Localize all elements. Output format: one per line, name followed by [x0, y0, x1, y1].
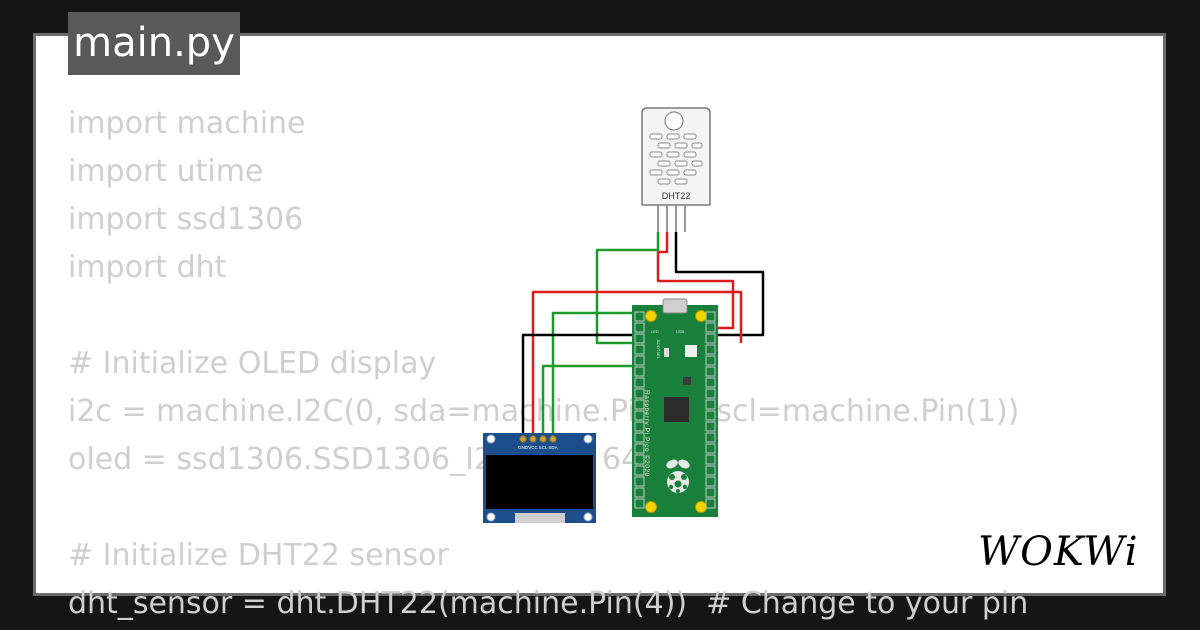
file-tab[interactable]: main.py: [68, 12, 240, 75]
pico-board[interactable]: USB LED BOOTSEL Raspberry Pi Pico ©2020: [632, 298, 718, 517]
wire-red: [531, 290, 743, 437]
wire-black: [521, 333, 640, 437]
wires: [521, 232, 765, 437]
code-line: import ssd1306: [68, 202, 304, 237]
wokwi-logo: WOKWi: [978, 529, 1139, 575]
preview-panel: [33, 33, 1166, 596]
raspberry-pi-logo-icon: [666, 459, 690, 493]
code-line: import dht: [68, 250, 227, 285]
code-line: # Initialize OLED display: [68, 346, 437, 381]
code-line: import machine: [68, 106, 306, 141]
oled-display[interactable]: GND VCC SCL SDA: [483, 433, 596, 523]
oled-screen: [486, 455, 593, 509]
wire-green: [595, 232, 660, 345]
oled-pin-label: SDA: [548, 445, 557, 450]
wire-green: [541, 364, 640, 437]
code-line: dht_sensor = dht.DHT22(machine.Pin(4)) #…: [68, 586, 1029, 621]
oled-pin-label: GND: [518, 445, 529, 450]
dht22-sensor[interactable]: DHT22: [641, 107, 711, 232]
bootsel-button[interactable]: [685, 345, 697, 357]
wokwi-logo-text: WOKWi: [978, 529, 1139, 575]
oled-pin-label: VCC: [528, 445, 538, 450]
wire-red: [656, 232, 735, 330]
wire-green: [551, 311, 640, 437]
led-label: LED: [651, 329, 659, 334]
code-view: import machine import utime import ssd13…: [68, 100, 1068, 628]
bootsel-label: BOOTSEL: [656, 340, 661, 360]
dht22-label: DHT22: [662, 191, 691, 201]
wire-black: [674, 232, 765, 337]
oled-pin-label: SCL: [539, 445, 548, 450]
rp2040-chip: [664, 397, 689, 422]
usb-label: USB: [676, 329, 685, 334]
code-line: import utime: [68, 154, 264, 189]
code-line: # Initialize DHT22 sensor: [68, 538, 449, 573]
board-text: Raspberry Pi Pico ©2020: [643, 390, 651, 477]
